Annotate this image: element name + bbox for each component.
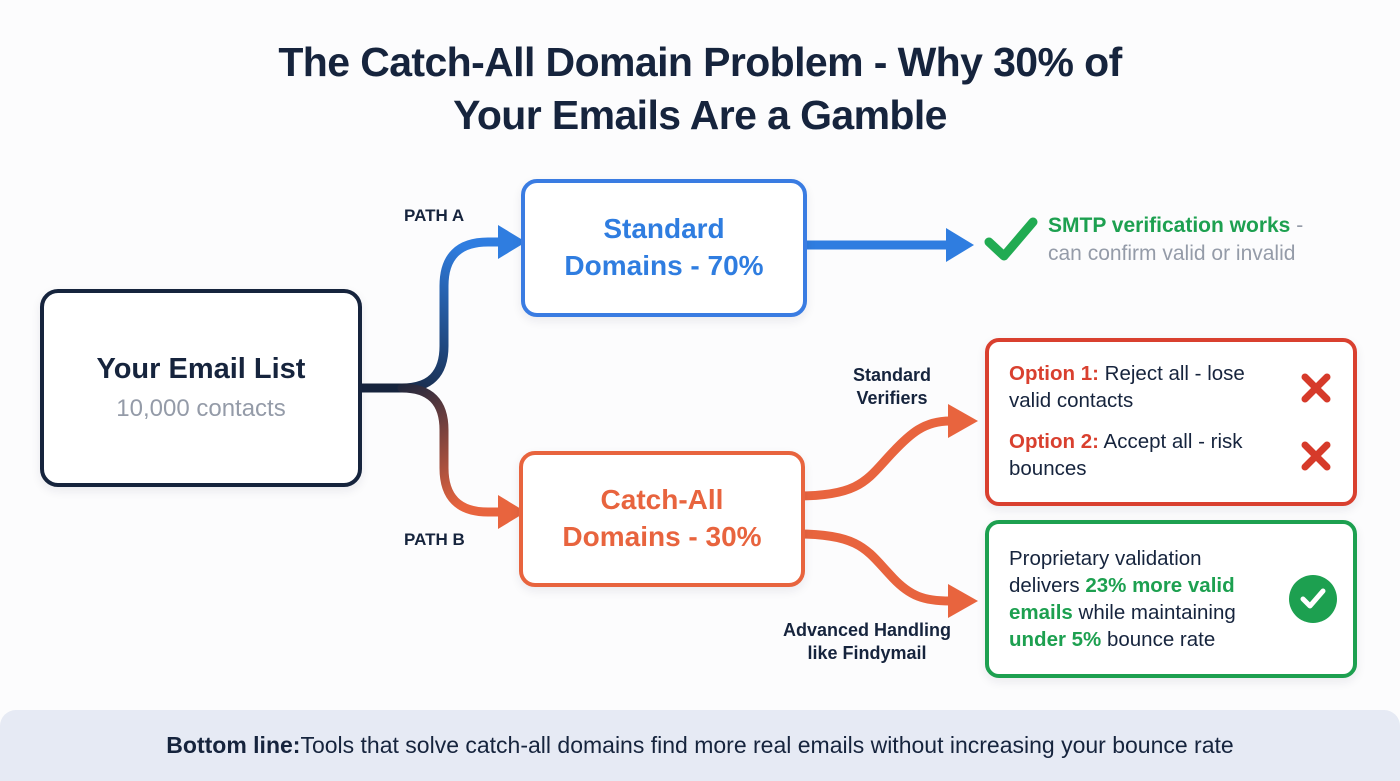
option-1-label: Option 1: xyxy=(1009,362,1099,386)
path-b-arrowhead xyxy=(498,495,526,529)
advanced-handling-line2: like Findymail xyxy=(807,642,927,663)
option-2-text: Option 2: Accept all - risk bounces xyxy=(1009,429,1277,482)
page-title-line2: Your Emails Are a Gamble xyxy=(453,92,947,139)
validation-segment: Proprietary validation delivers xyxy=(1009,546,1202,597)
path-a-label: PATH A xyxy=(404,206,465,225)
option-2-row: Option 2: Accept all - risk bounces xyxy=(1009,429,1333,482)
smtp-arrowhead xyxy=(946,228,974,262)
option-2-label: Option 2: xyxy=(1009,430,1099,454)
validation-segment-emphasis: 23% more valid emails xyxy=(1009,573,1235,624)
smtp-result-line2: can confirm valid or invalid xyxy=(1048,241,1296,265)
email-list-subtitle: 10,000 contacts xyxy=(116,395,286,422)
email-list-title: Your Email List xyxy=(96,353,306,385)
path-a-connector xyxy=(397,237,505,393)
advanced-arrowhead xyxy=(948,584,978,618)
option-1-text: Option 1: Reject all - lose valid contac… xyxy=(1009,361,1277,414)
validation-segment-emphasis: under 5% xyxy=(1009,628,1102,652)
check-circle-icon xyxy=(1289,575,1337,623)
standard-domains-line1: Standard xyxy=(603,213,725,245)
page-title: The Catch-All Domain Problem - Why 30% o… xyxy=(0,36,1400,143)
path-b-connector xyxy=(397,383,505,517)
validation-segment: while maintaining xyxy=(1072,601,1236,624)
smtp-checkmark-icon xyxy=(984,216,1038,267)
standard-verifiers-line1: Standard xyxy=(852,365,931,385)
smtp-result-bold: SMTP verification works xyxy=(1048,214,1291,237)
verifiers-arrowhead xyxy=(948,404,978,438)
verifiers-connector xyxy=(793,416,955,501)
advanced-handling-line1: Advanced Handling xyxy=(782,620,952,640)
proprietary-validation-node: Proprietary validation delivers 23% more… xyxy=(985,520,1357,678)
bottom-line-text: Tools that solve catch-all domains find … xyxy=(300,732,1234,758)
x-mark-icon xyxy=(1301,373,1331,403)
smtp-result-suffix: - xyxy=(1290,214,1304,237)
email-list-node: Your Email List 10,000 contacts xyxy=(40,289,362,487)
validation-segment: bounce rate xyxy=(1101,628,1216,652)
standard-verifiers-line2: Verifiers xyxy=(856,387,928,408)
catchall-domains-line1: Catch-All xyxy=(600,484,724,516)
bottom-line-label: Bottom line: xyxy=(166,732,301,758)
page-title-line1: The Catch-All Domain Problem - Why 30% o… xyxy=(278,39,1122,85)
x-mark-icon xyxy=(1301,441,1331,471)
path-a-arrowhead xyxy=(498,225,526,259)
standard-domains-line2: Domains - 70% xyxy=(564,250,764,281)
advanced-connector xyxy=(793,529,955,606)
option-2-description: Accept all - risk bounces xyxy=(1009,430,1243,480)
smtp-result-text: SMTP verification works - can confirm val… xyxy=(1048,212,1378,267)
standard-verifier-options-node: Option 1: Reject all - lose valid contac… xyxy=(985,338,1357,506)
catchall-domains-line2: Domains - 30% xyxy=(562,521,762,552)
option-1-description: Reject all - lose valid contacts xyxy=(1009,362,1245,412)
option-1-row: Option 1: Reject all - lose valid contac… xyxy=(1009,361,1333,414)
bottom-line-bar: Bottom line: Tools that solve catch-all … xyxy=(0,710,1400,781)
path-b-label: PATH B xyxy=(404,530,465,549)
proprietary-validation-text: Proprietary validation delivers 23% more… xyxy=(1009,545,1275,653)
